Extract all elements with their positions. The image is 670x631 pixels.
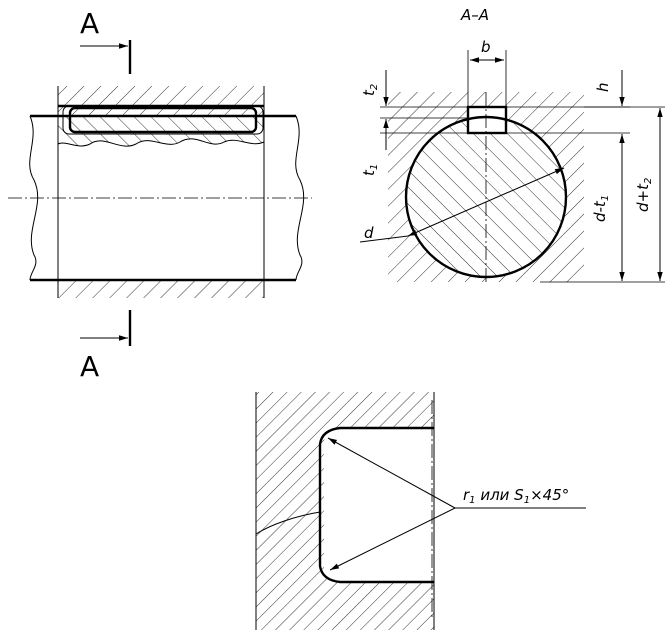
key-section xyxy=(468,107,506,133)
detail-hatch xyxy=(256,392,434,630)
keyway-profile xyxy=(318,426,434,584)
dim-h: h xyxy=(594,82,612,92)
dim-t2: t2 xyxy=(360,84,380,96)
dim-t1: t1 xyxy=(360,164,380,176)
corner-callout: r1 или S1×45° xyxy=(463,486,569,506)
dim-d-plus-t2: d+t2 xyxy=(634,178,654,212)
section-view: A–A b t2 t1 xyxy=(359,6,665,283)
hub-hatch-bottom xyxy=(58,280,264,298)
hub-section-hatch xyxy=(388,92,584,282)
dim-d-minus-t1: d-t1 xyxy=(591,195,611,222)
break-line xyxy=(57,138,265,147)
corner-detail: r1 или S1×45° xyxy=(255,392,586,630)
section-title: A–A xyxy=(460,6,489,24)
key-slot xyxy=(62,105,264,135)
shaft-break-left xyxy=(29,115,39,281)
shaft-break-right xyxy=(295,115,305,281)
section-letter-bottom: A xyxy=(80,350,99,383)
hub-hatch-top xyxy=(58,86,264,116)
key-body xyxy=(68,106,258,134)
dim-d: d xyxy=(364,224,374,242)
section-letter-top: A xyxy=(80,7,99,40)
side-view: A A xyxy=(8,7,312,383)
dim-b: b xyxy=(481,38,491,56)
